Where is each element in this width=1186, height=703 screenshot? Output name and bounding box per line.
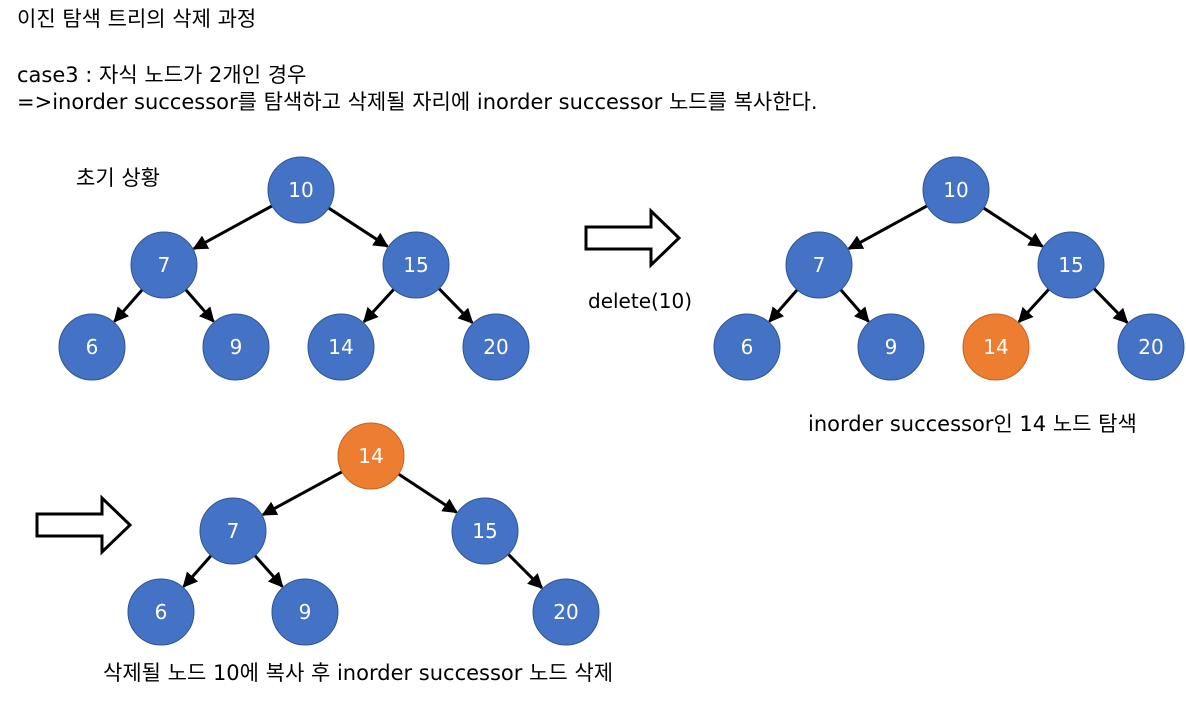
tree-node: 20 xyxy=(532,578,600,646)
tree-node: 6 xyxy=(127,578,195,646)
node-value-label: 20 xyxy=(1138,335,1163,359)
tree-node: 15 xyxy=(451,497,519,565)
tree-edge-arrow xyxy=(981,205,1044,248)
node-circle xyxy=(337,422,405,490)
tree-node: 6 xyxy=(58,313,126,381)
tree-node: 10 xyxy=(267,156,335,224)
node-circle xyxy=(922,156,990,224)
node-circle xyxy=(202,313,270,381)
node-value-label: 7 xyxy=(227,519,240,543)
tree-node: 9 xyxy=(202,313,270,381)
tree-node: 20 xyxy=(462,313,530,381)
node-value-label: 15 xyxy=(1058,253,1083,277)
page-title: 이진 탐색 트리의 삭제 과정 xyxy=(17,7,257,31)
node-value-label: 6 xyxy=(741,335,754,359)
operation-label: delete(10) xyxy=(588,289,693,313)
tree-node: 14 xyxy=(962,313,1030,381)
tree-edge-arrow xyxy=(261,469,345,517)
tree-edge-arrow xyxy=(847,203,930,250)
tree-edge-arrow xyxy=(326,205,389,248)
node-circle xyxy=(271,578,339,646)
node-circle xyxy=(267,156,335,224)
node-value-label: 20 xyxy=(553,600,578,624)
tree-edge-arrow xyxy=(396,471,458,514)
tree-node: 15 xyxy=(1037,231,1105,299)
tree-node: 10 xyxy=(922,156,990,224)
node-value-label: 10 xyxy=(288,178,313,202)
node-circle xyxy=(58,313,126,381)
tree-edge-arrow xyxy=(1017,286,1052,324)
node-value-label: 15 xyxy=(472,519,497,543)
node-circle xyxy=(785,231,853,299)
tree-node: 14 xyxy=(337,422,405,490)
node-value-label: 6 xyxy=(155,600,168,624)
node-circle xyxy=(532,578,600,646)
node-value-label: 15 xyxy=(403,253,428,277)
node-value-label: 6 xyxy=(86,335,99,359)
result-caption: 삭제될 노드 10에 복사 후 inorder successor 노드 삭제 xyxy=(103,661,614,685)
node-value-label: 9 xyxy=(299,600,312,624)
tree-node: 9 xyxy=(857,313,925,381)
tree-edge-arrow xyxy=(362,286,397,324)
node-value-label: 7 xyxy=(813,253,826,277)
tree-edge-arrow xyxy=(183,287,215,323)
node-circle xyxy=(462,313,530,381)
initial-state-label: 초기 상황 xyxy=(76,166,160,190)
tree-node: 6 xyxy=(713,313,781,381)
node-circle xyxy=(127,578,195,646)
tree-edge-arrow xyxy=(436,286,474,324)
step-arrow-1 xyxy=(584,207,682,269)
tree-edge-arrow xyxy=(505,551,544,590)
node-circle xyxy=(382,231,450,299)
node-circle xyxy=(857,313,925,381)
node-circle xyxy=(1117,313,1185,381)
tree-node: 15 xyxy=(382,231,450,299)
tree-node: 9 xyxy=(271,578,339,646)
tree-node: 7 xyxy=(130,231,198,299)
tree-edge-arrow xyxy=(768,287,800,323)
node-circle xyxy=(307,313,375,381)
tree-edge-arrow xyxy=(192,203,275,250)
node-value-label: 14 xyxy=(983,335,1008,359)
tree-edge-arrow xyxy=(838,287,870,323)
node-circle xyxy=(962,313,1030,381)
node-circle xyxy=(130,231,198,299)
node-value-label: 20 xyxy=(483,335,508,359)
search-caption: inorder successor인 14 노드 탐색 xyxy=(808,412,1137,436)
tree-edge-arrow xyxy=(252,553,284,588)
tree-node: 7 xyxy=(785,231,853,299)
node-value-label: 14 xyxy=(358,444,383,468)
tree-edge-arrow xyxy=(182,553,214,588)
tree-node: 20 xyxy=(1117,313,1185,381)
node-value-label: 7 xyxy=(158,253,171,277)
node-value-label: 9 xyxy=(230,335,243,359)
step-arrow-2 xyxy=(35,494,133,556)
node-circle xyxy=(199,497,267,565)
node-circle xyxy=(451,497,519,565)
node-value-label: 9 xyxy=(885,335,898,359)
tree-node: 7 xyxy=(199,497,267,565)
tree-edge-arrow xyxy=(1091,286,1129,324)
node-value-label: 10 xyxy=(943,178,968,202)
tree-edge-arrow xyxy=(113,287,145,323)
node-value-label: 14 xyxy=(328,335,353,359)
rule-description: =>inorder successor를 탐색하고 삭제될 자리에 inorde… xyxy=(17,90,818,114)
node-circle xyxy=(1037,231,1105,299)
tree-node: 14 xyxy=(307,313,375,381)
case-description: case3 : 자식 노드가 2개인 경우 xyxy=(17,63,307,87)
node-circle xyxy=(713,313,781,381)
